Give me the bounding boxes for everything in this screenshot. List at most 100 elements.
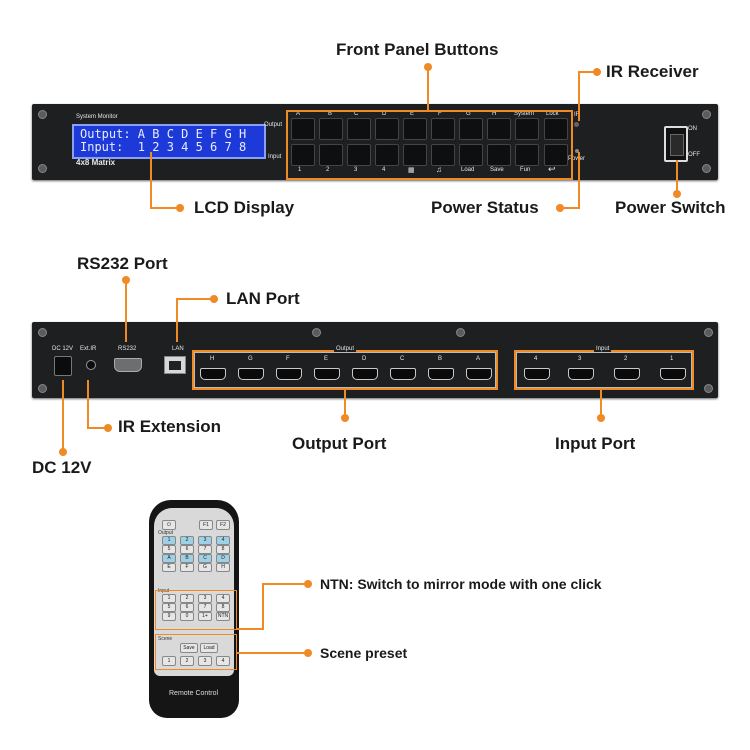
- switch-off-label: OFF: [688, 152, 700, 158]
- remote-output-key[interactable]: 1: [162, 536, 176, 545]
- remote-input-key[interactable]: 9: [162, 612, 176, 621]
- key-label-4: 4: [382, 167, 386, 173]
- mirror-icon: ♫: [436, 165, 442, 174]
- front-button-lock[interactable]: [544, 118, 568, 140]
- remote-output-key[interactable]: A: [162, 554, 176, 563]
- port-label-c: C: [400, 356, 405, 362]
- leader-dot: [556, 204, 564, 212]
- remote-output-key[interactable]: 7: [198, 545, 212, 554]
- front-button-save[interactable]: [487, 144, 511, 166]
- remote-output-key[interactable]: 8: [216, 545, 230, 554]
- leader-dot: [210, 295, 218, 303]
- front-button-fun[interactable]: [515, 144, 539, 166]
- front-panel: System Monitor Output: A B C D E F G H I…: [32, 104, 718, 180]
- callout-front-panel-buttons: Front Panel Buttons: [336, 40, 499, 59]
- remote-scene-save-button[interactable]: Save: [180, 643, 198, 653]
- lcd-display: Output: A B C D E F G H Input: 1 2 3 4 5…: [72, 124, 266, 159]
- front-buttons-highlight: [286, 110, 573, 180]
- remote-output-key[interactable]: F: [180, 563, 194, 572]
- port-label-f: F: [286, 356, 290, 362]
- remote-scene-2-button[interactable]: 2: [180, 656, 194, 666]
- remote-output-key[interactable]: D: [216, 554, 230, 563]
- hdmi-input-1: [660, 368, 686, 380]
- remote-input-key[interactable]: 1: [162, 594, 176, 603]
- remote-input-key[interactable]: 1+: [198, 612, 212, 621]
- power-switch[interactable]: [664, 126, 688, 162]
- callout-power-switch: Power Switch: [615, 198, 726, 217]
- remote-scene-3-button[interactable]: 3: [198, 656, 212, 666]
- remote-f2-button[interactable]: F2: [216, 520, 230, 530]
- front-button-load[interactable]: [459, 144, 483, 166]
- hdmi-output-f: [276, 368, 302, 380]
- remote-output-key[interactable]: 2: [180, 536, 194, 545]
- leader-line: [176, 298, 212, 300]
- leader-line: [578, 71, 596, 73]
- port-label-e: E: [324, 356, 329, 362]
- remote-input-key[interactable]: 2: [180, 594, 194, 603]
- port-label-g: G: [248, 356, 253, 362]
- input-group-label: Input: [594, 346, 612, 352]
- front-button-3[interactable]: [347, 144, 371, 166]
- front-button-e[interactable]: [403, 118, 427, 140]
- power-led: [575, 149, 579, 153]
- remote-output-key[interactable]: E: [162, 563, 176, 572]
- lan-socket: [169, 361, 181, 370]
- front-button-c[interactable]: [347, 118, 371, 140]
- leader-line: [262, 583, 306, 585]
- remote-output-key[interactable]: 4: [216, 536, 230, 545]
- remote-input-key[interactable]: 3: [198, 594, 212, 603]
- remote-output-key[interactable]: 3: [198, 536, 212, 545]
- remote-scene-load-button[interactable]: Load: [200, 643, 218, 653]
- extir-label: Ext.IR: [80, 346, 97, 352]
- remote-output-key[interactable]: C: [198, 554, 212, 563]
- port-label-1: 1: [670, 356, 674, 362]
- remote-power-button[interactable]: ⏻: [162, 520, 176, 530]
- screw: [38, 384, 47, 393]
- hdmi-input-4: [524, 368, 550, 380]
- front-button-h[interactable]: [487, 118, 511, 140]
- front-button-mirror[interactable]: [431, 144, 455, 166]
- key-label-a: A: [296, 111, 301, 117]
- remote-input-key[interactable]: 7: [198, 603, 212, 612]
- remote-scene-4-button[interactable]: 4: [216, 656, 230, 666]
- hdmi-output-b: [428, 368, 454, 380]
- input-group-frame: [516, 352, 692, 388]
- leader-line: [344, 388, 346, 416]
- remote-input-key[interactable]: 8: [216, 603, 230, 612]
- front-button-system[interactable]: [515, 118, 539, 140]
- front-button-b[interactable]: [319, 118, 343, 140]
- front-button-f[interactable]: [431, 118, 455, 140]
- front-button-2[interactable]: [319, 144, 343, 166]
- hdmi-output-e: [314, 368, 340, 380]
- remote-input-key[interactable]: 0: [180, 612, 194, 621]
- front-button-d[interactable]: [375, 118, 399, 140]
- callout-output-port: Output Port: [292, 434, 387, 453]
- remote-output-key[interactable]: H: [216, 563, 230, 572]
- remote-output-key[interactable]: 6: [180, 545, 194, 554]
- output-row-label: Output: [264, 122, 283, 128]
- lan-jack: [164, 356, 186, 374]
- remote-scene-label: Scene: [158, 636, 173, 642]
- front-button-4[interactable]: [375, 144, 399, 166]
- front-button-g[interactable]: [459, 118, 483, 140]
- remote-output-key[interactable]: B: [180, 554, 194, 563]
- remote-output-key[interactable]: G: [198, 563, 212, 572]
- remote-input-key[interactable]: 5: [162, 603, 176, 612]
- leader-line: [427, 66, 429, 110]
- front-button-matrix[interactable]: [403, 144, 427, 166]
- lock-key-label: Lock: [546, 111, 559, 117]
- system-key-label: System: [514, 111, 535, 117]
- remote-input-key[interactable]: 4: [216, 594, 230, 603]
- remote-input-key[interactable]: 6: [180, 603, 194, 612]
- leader-dot: [59, 448, 67, 456]
- front-button-1[interactable]: [291, 144, 315, 166]
- remote-scene-1-button[interactable]: 1: [162, 656, 176, 666]
- remote-f1-button[interactable]: F1: [199, 520, 213, 530]
- leader-line: [125, 280, 127, 342]
- front-button-a[interactable]: [291, 118, 315, 140]
- screw: [38, 110, 47, 119]
- callout-dc-12v: DC 12V: [32, 458, 92, 477]
- remote-input-key[interactable]: NTN: [216, 612, 230, 621]
- front-button-back[interactable]: [544, 144, 568, 166]
- remote-output-key[interactable]: 5: [162, 545, 176, 554]
